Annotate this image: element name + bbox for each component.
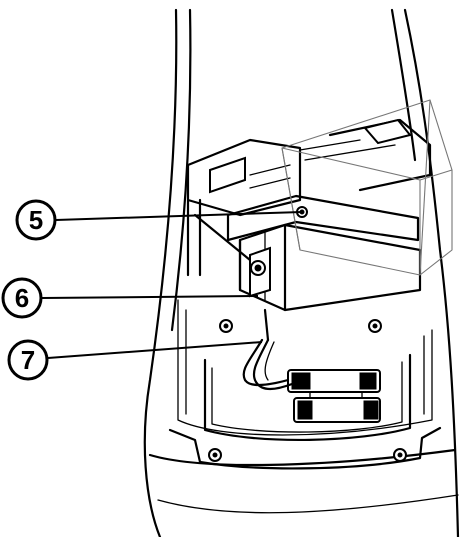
battery-lid [226,118,432,242]
callout-6-label: 6 [15,283,29,313]
callout-5: 5 [15,199,303,241]
callout-6: 6 [1,277,259,319]
callout-7: 7 [7,339,263,381]
compartment-recess [168,353,442,470]
battery-ghost-outline [281,99,453,276]
battery-connector [287,369,381,423]
battery-wires [242,338,294,391]
battery-holder [186,138,302,277]
battery-pack [238,223,422,342]
housing-screws [219,319,382,333]
callout-7-label: 7 [21,345,35,375]
callout-5-label: 5 [29,205,43,235]
remote-housing [143,8,460,537]
